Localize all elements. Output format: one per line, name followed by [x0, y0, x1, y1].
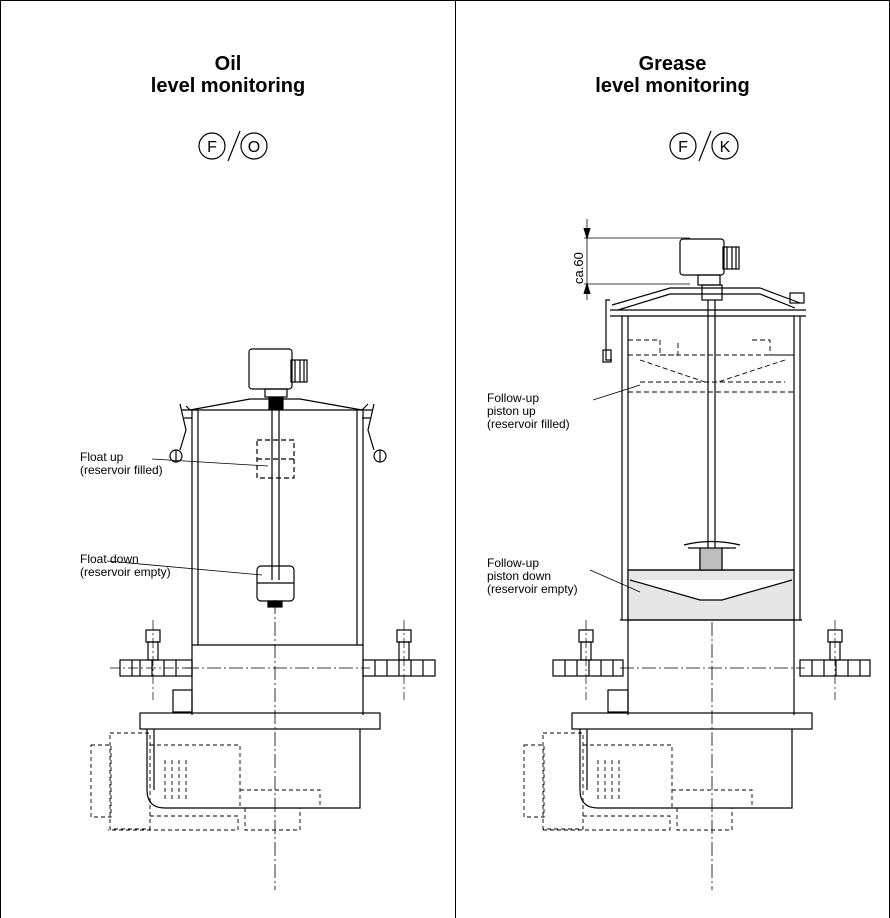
float-down-label-line2: (reservoir empty): [80, 565, 171, 579]
float-up-label: Float up (reservoir filled): [80, 451, 163, 477]
grease-code-symbol: F K: [669, 130, 739, 162]
grease-title-line1: Grease: [638, 53, 707, 75]
float-down-label: Float down (reservoir empty): [80, 553, 171, 579]
float-up-label-line1: Float up: [80, 450, 124, 464]
oil-code-symbol: F O: [198, 130, 268, 162]
oil-title: Oil level monitoring: [1, 53, 455, 97]
piston-down-label: Follow-up piston down (reservoir empty): [487, 557, 578, 596]
piston-up-label-line3: (reservoir filled): [487, 417, 570, 431]
grease-title-line2: level monitoring: [595, 75, 750, 97]
grease-code-right: K: [720, 139, 731, 156]
dimension-label: ca.60: [571, 252, 586, 284]
oil-title-line2: level monitoring: [150, 75, 306, 97]
piston-up-label: Follow-up piston up (reservoir filled): [487, 392, 570, 431]
piston-down-label-line1: Follow-up: [487, 556, 540, 570]
piston-up-label-line2: piston up: [487, 404, 536, 418]
float-up-label-line2: (reservoir filled): [80, 463, 163, 477]
float-down-label-line1: Float down: [80, 552, 139, 566]
oil-panel: Oil level monitoring: [0, 0, 456, 918]
piston-up-label-line1: Follow-up: [487, 391, 540, 405]
piston-down-label-line2: piston down: [487, 569, 552, 583]
grease-code-left: F: [678, 139, 688, 156]
oil-title-line1: Oil: [214, 53, 242, 75]
oil-unit-drawing: [90, 348, 436, 890]
oil-code-left: F: [207, 139, 217, 156]
grease-title: Grease level monitoring: [456, 53, 889, 97]
grease-unit-drawing: ca.60: [523, 219, 871, 890]
oil-code-right: O: [248, 139, 260, 156]
piston-down-label-line3: (reservoir empty): [487, 582, 578, 596]
